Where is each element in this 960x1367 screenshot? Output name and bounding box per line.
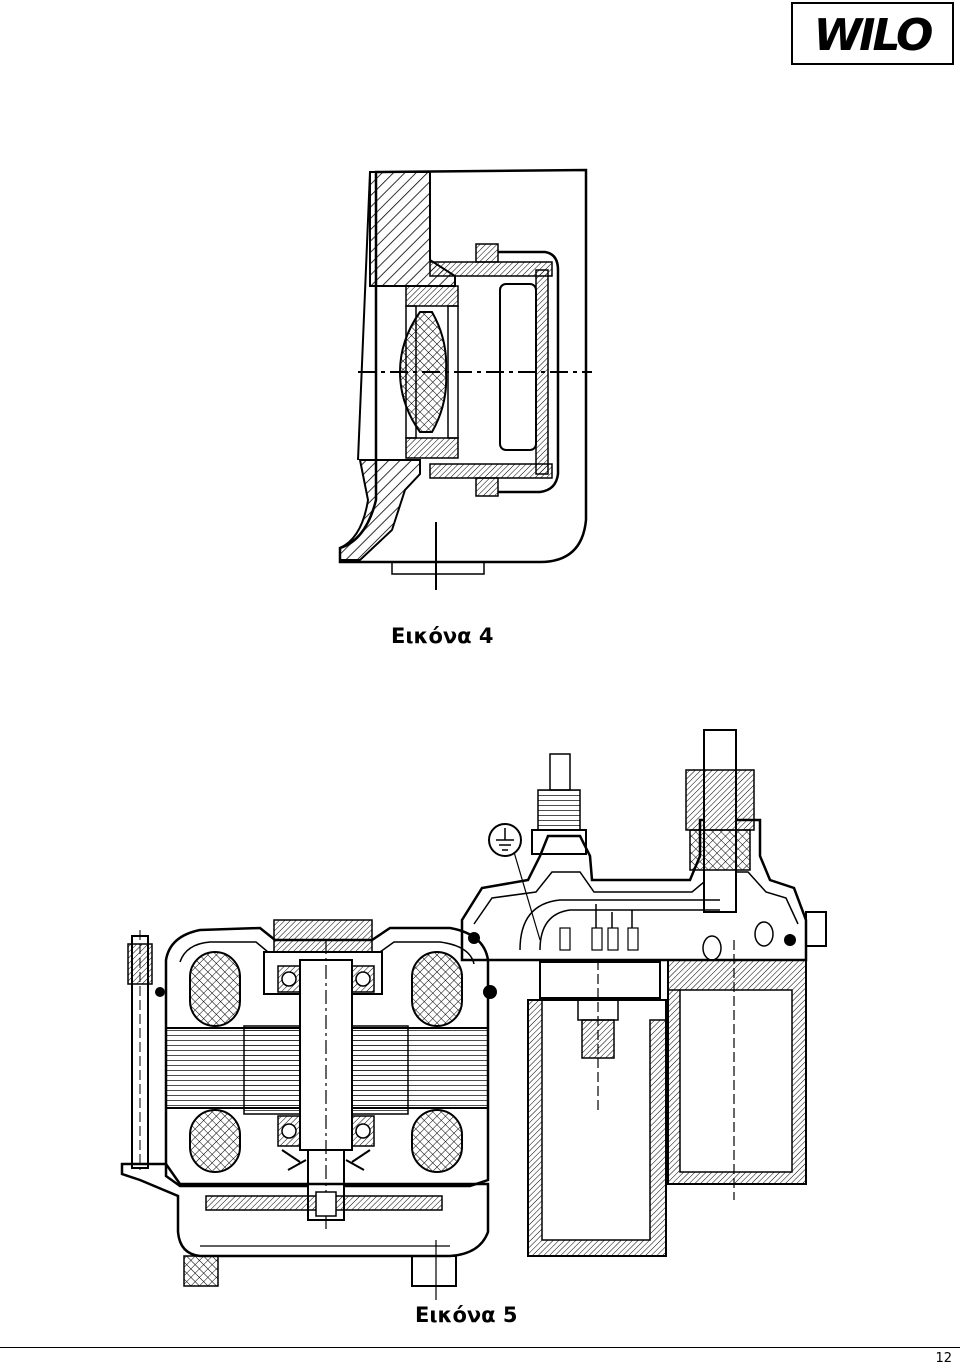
logo-text: WILO — [814, 10, 932, 61]
ground-symbol-icon — [488, 823, 541, 941]
footer-rule — [0, 1347, 960, 1348]
figure-4-caption: Εικόνα 4 — [391, 624, 494, 648]
page-number: 12 — [935, 1351, 952, 1366]
figure-5-caption: Εικόνα 5 — [415, 1303, 518, 1327]
wilo-logo: WILO — [791, 2, 954, 65]
